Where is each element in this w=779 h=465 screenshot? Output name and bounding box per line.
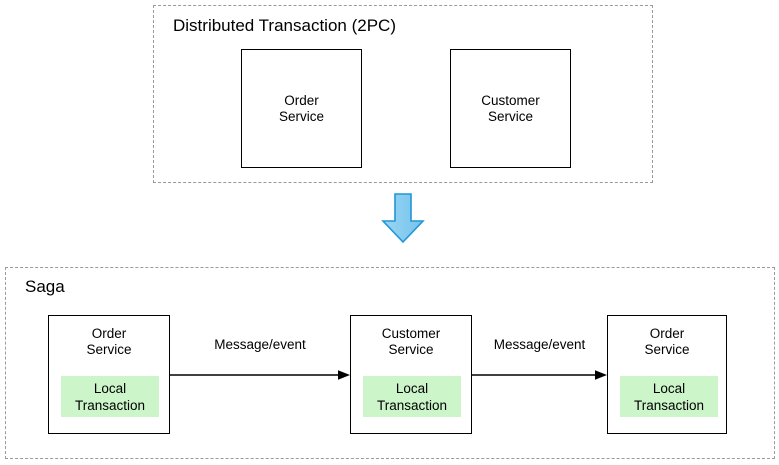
box-order-service-saga-1[interactable]: Order Service Local Transaction <box>48 315 170 434</box>
local-transaction-chip-1: Local Transaction <box>61 376 159 417</box>
box-order-service-saga-2-label: Order Service <box>644 326 690 357</box>
box-customer-service-2pc[interactable]: Customer Service <box>450 49 571 168</box>
flow-2-label: Message/event <box>493 337 586 352</box>
flow-arrow-1 <box>170 368 350 382</box>
box-order-service-saga-2[interactable]: Order Service Local Transaction <box>607 315 727 434</box>
down-arrow-icon <box>381 193 425 244</box>
box-order-service-2pc[interactable]: Order Service <box>241 49 362 168</box>
local-transaction-chip-2: Local Transaction <box>363 376 461 417</box>
group-distributed-transaction-title: Distributed Transaction (2PC) <box>173 16 396 35</box>
box-order-service-saga-1-label: Order Service <box>86 326 132 357</box>
box-customer-service-saga[interactable]: Customer Service Local Transaction <box>350 315 472 434</box>
group-saga-title: Saga <box>25 277 65 296</box>
group-distributed-transaction: Distributed Transaction (2PC) <box>153 5 653 183</box>
flow-arrow-2 <box>472 368 607 382</box>
flow-1-label: Message/event <box>214 337 306 352</box>
local-transaction-chip-3: Local Transaction <box>620 376 718 417</box>
group-saga: Saga <box>5 267 775 459</box>
box-order-service-2pc-label: Order Service <box>278 93 324 124</box>
box-customer-service-2pc-label: Customer Service <box>481 93 540 124</box>
box-customer-service-saga-label: Customer Service <box>381 326 441 357</box>
